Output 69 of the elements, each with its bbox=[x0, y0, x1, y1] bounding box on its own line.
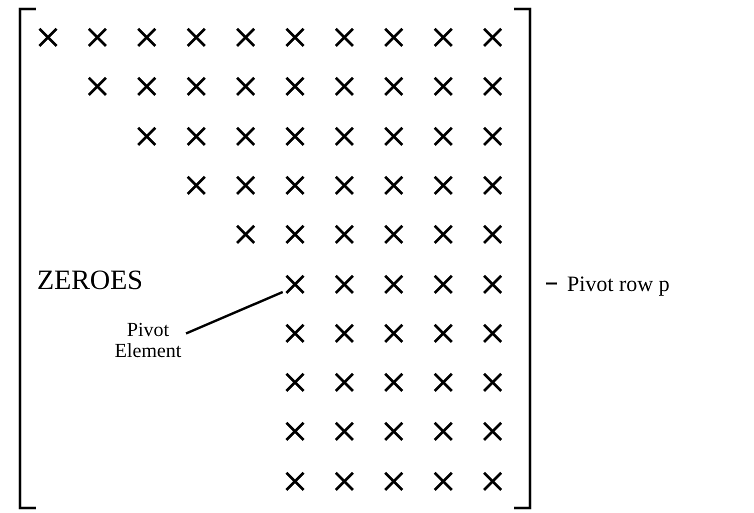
matrix-entry: × bbox=[280, 217, 310, 252]
matrix-entry: × bbox=[280, 414, 310, 448]
matrix-entry: × bbox=[330, 20, 359, 54]
matrix-entry: × bbox=[380, 20, 408, 54]
matrix-entry: × bbox=[428, 464, 458, 498]
matrix-entry: × bbox=[132, 118, 162, 153]
matrix-entry: × bbox=[83, 69, 112, 104]
matrix-entry: × bbox=[380, 464, 408, 498]
matrix-entry: × bbox=[330, 168, 359, 202]
matrix-entry: × bbox=[478, 20, 507, 54]
pivot-element-label: Pivot Element bbox=[98, 320, 198, 362]
matrix-entry: × bbox=[182, 69, 210, 104]
matrix-entry: × bbox=[330, 118, 359, 153]
matrix-entry: × bbox=[231, 118, 260, 153]
matrix-entry: × bbox=[83, 20, 112, 54]
matrix-entry: × bbox=[478, 365, 507, 400]
pivot-row-label: Pivot row p bbox=[567, 272, 670, 295]
matrix-entry: × bbox=[428, 414, 458, 448]
matrix-entry: × bbox=[428, 266, 458, 300]
matrix-entry: × bbox=[428, 69, 458, 104]
matrix-entry: × bbox=[380, 414, 408, 448]
zeroes-label: ZEROES bbox=[37, 266, 143, 295]
matrix-entry: × bbox=[182, 20, 210, 54]
matrix-entry: × bbox=[428, 316, 458, 350]
matrix-entry: × bbox=[380, 266, 408, 300]
matrix-entry: × bbox=[132, 20, 162, 54]
matrix-entry: × bbox=[280, 20, 310, 54]
matrix-entry: × bbox=[428, 20, 458, 54]
matrix-entry: × bbox=[478, 266, 507, 300]
matrix-entry: × bbox=[380, 217, 408, 252]
matrix-entry: × bbox=[280, 365, 310, 400]
matrix-entry: × bbox=[478, 217, 507, 252]
matrix-entry: × bbox=[330, 69, 359, 104]
matrix-entry: × bbox=[280, 316, 310, 350]
matrix-entry: × bbox=[428, 365, 458, 400]
matrix-entry: × bbox=[330, 414, 359, 448]
pivot-entry: × bbox=[280, 266, 310, 300]
matrix-entry: × bbox=[280, 464, 310, 498]
matrix-entry: × bbox=[478, 118, 507, 153]
matrix-entry: × bbox=[280, 168, 310, 202]
matrix-entry: × bbox=[478, 464, 507, 498]
matrix-entry: × bbox=[231, 20, 260, 54]
matrix-entry: × bbox=[280, 69, 310, 104]
matrix-entry: × bbox=[330, 464, 359, 498]
matrix-entry: × bbox=[132, 69, 162, 104]
matrix-entry: × bbox=[280, 118, 310, 153]
matrix-entry: × bbox=[380, 118, 408, 153]
matrix-entry: × bbox=[428, 168, 458, 202]
leader-line bbox=[186, 290, 284, 335]
matrix-entry: × bbox=[478, 414, 507, 448]
matrix-entry: × bbox=[380, 69, 408, 104]
matrix-entry: × bbox=[231, 217, 260, 252]
matrix-entry: × bbox=[330, 266, 359, 300]
matrix-entry: × bbox=[428, 118, 458, 153]
matrix-entry: × bbox=[182, 118, 210, 153]
matrix-entry: × bbox=[330, 316, 359, 350]
matrix-entry: × bbox=[182, 168, 210, 202]
matrix-entry: × bbox=[231, 69, 260, 104]
matrix-entry: × bbox=[330, 365, 359, 400]
matrix-entry: × bbox=[330, 217, 359, 252]
matrix-entry: × bbox=[34, 20, 62, 54]
matrix-entry: × bbox=[380, 316, 408, 350]
matrix-entry: × bbox=[478, 69, 507, 104]
matrix-entry: × bbox=[380, 365, 408, 400]
matrix-entry: × bbox=[231, 168, 260, 202]
matrix-entry: × bbox=[478, 316, 507, 350]
matrix-entry: × bbox=[428, 217, 458, 252]
matrix-entry: × bbox=[478, 168, 507, 202]
matrix-entry: × bbox=[380, 168, 408, 202]
